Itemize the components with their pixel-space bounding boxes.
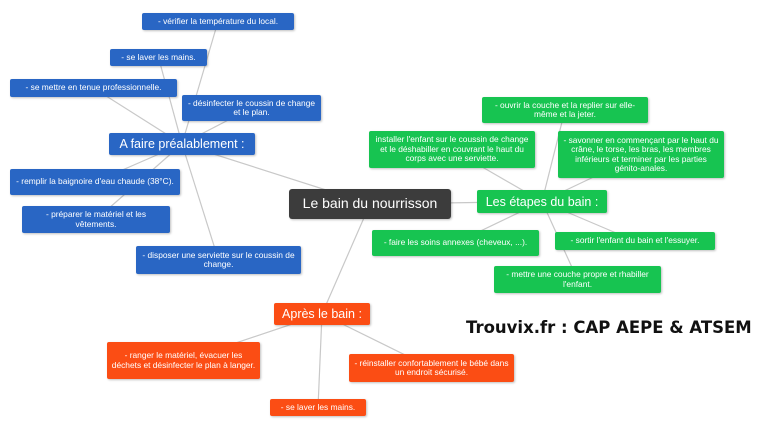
branch-etapes-title[interactable]: Les étapes du bain : — [477, 190, 607, 213]
apres-item[interactable]: - se laver les mains. — [270, 399, 366, 416]
prealable-item[interactable]: - remplir la baignoire d'eau chaude (38°… — [10, 169, 180, 195]
etapes-item[interactable]: installer l'enfant sur le coussin de cha… — [369, 131, 535, 168]
apres-item[interactable]: - réinstaller confortablement le bébé da… — [349, 354, 514, 382]
connector-line — [181, 143, 220, 261]
prealable-item[interactable]: - se mettre en tenue professionnelle. — [10, 79, 177, 97]
etapes-item[interactable]: - mettre une couche propre et rhabiller … — [494, 266, 661, 293]
branch-prealable-title[interactable]: A faire préalablement : — [109, 133, 255, 155]
etapes-item[interactable]: - savonner en commençant par le haut du … — [558, 131, 724, 178]
prealable-item[interactable]: - se laver les mains. — [110, 49, 207, 66]
apres-item[interactable]: - ranger le matériel, évacuer les déchet… — [107, 342, 260, 379]
etapes-item[interactable]: - ouvrir la couche et la replier sur ell… — [482, 97, 648, 123]
branch-apres-title[interactable]: Après le bain : — [274, 303, 370, 325]
connector-line — [157, 57, 183, 145]
connector-line — [317, 313, 323, 408]
prealable-item[interactable]: - désinfecter le coussin de change et le… — [182, 95, 321, 121]
etapes-item[interactable]: - sortir l'enfant du bain et l'essuyer. — [555, 232, 715, 250]
prealable-item[interactable]: - préparer le matériel et les vêtements. — [22, 206, 170, 233]
connector-line — [181, 21, 219, 145]
connector-line — [541, 109, 566, 202]
etapes-item[interactable]: - faire les soins annexes (cheveux, ...)… — [372, 230, 539, 256]
prealable-item[interactable]: - vérifier la température du local. — [142, 13, 294, 30]
connector-line — [321, 203, 371, 315]
central-topic[interactable]: Le bain du nourrisson — [289, 189, 451, 219]
prealable-item[interactable]: - disposer une serviette sur le coussin … — [136, 246, 301, 274]
brand-caption: Trouvix.fr : CAP AEPE & ATSEM — [466, 318, 752, 337]
